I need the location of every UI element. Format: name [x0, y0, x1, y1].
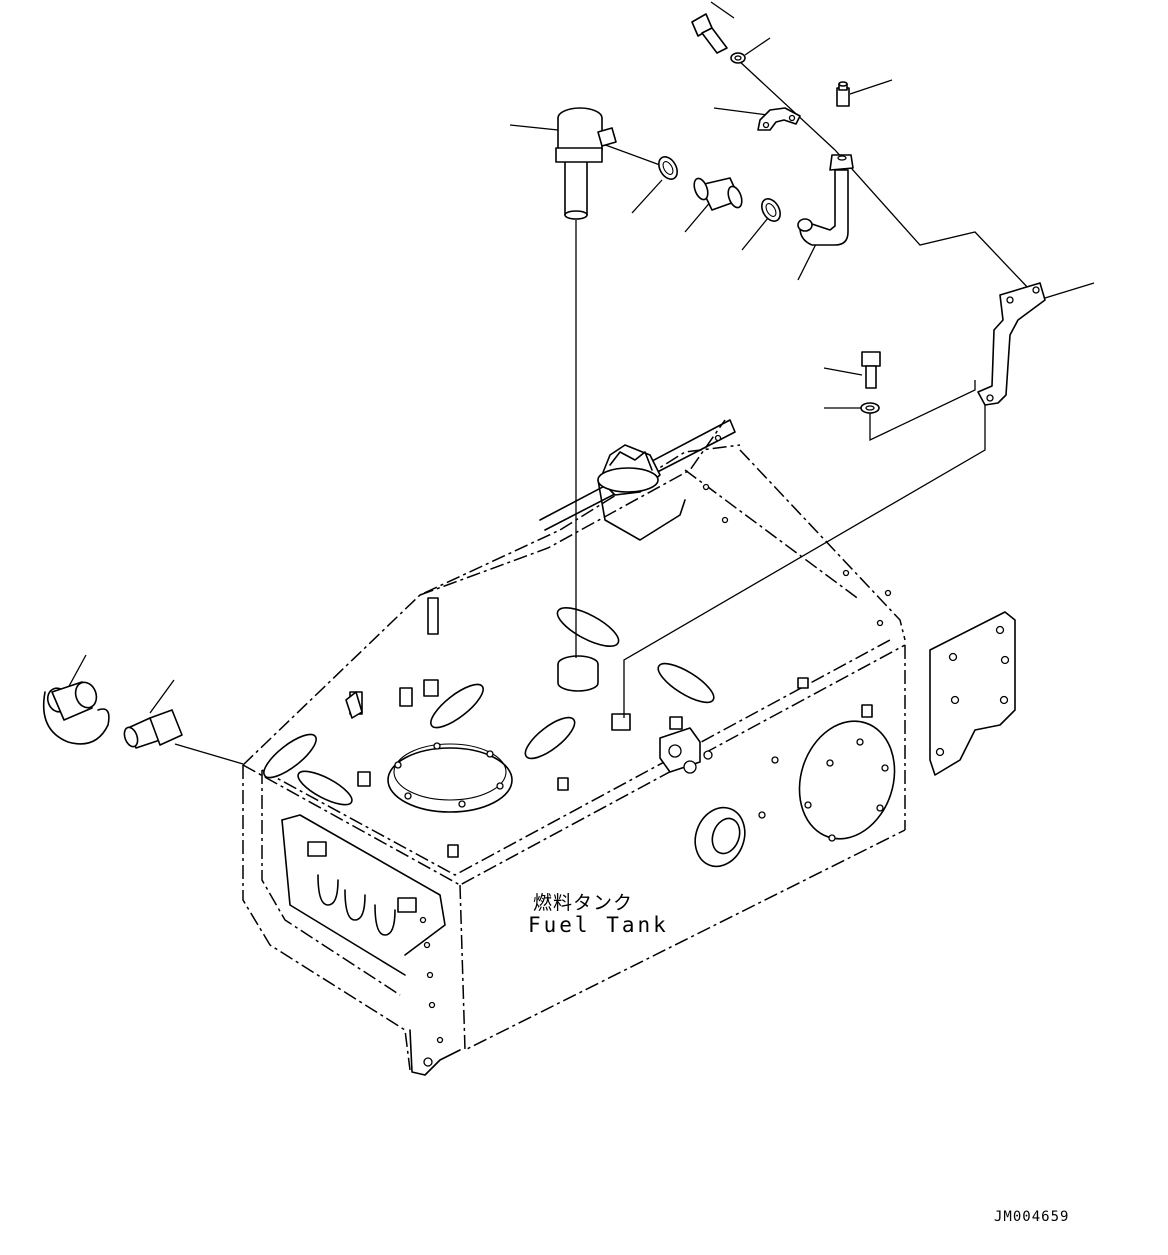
clamp-icon [761, 198, 781, 222]
clamp-icon [658, 156, 678, 180]
filler-pipe-icon [555, 107, 617, 220]
bolt-icon [861, 351, 881, 389]
elbow-pipe-icon [797, 154, 854, 246]
adapter-icon [123, 709, 183, 749]
fuel-tank-body [242, 419, 1016, 1076]
hose-icon [693, 177, 743, 211]
washer-icon [860, 402, 880, 414]
clamp-icon [345, 691, 363, 719]
bolt-icon [691, 13, 728, 54]
washer-icon [730, 52, 746, 64]
drawing-id: JM004659 [994, 1209, 1070, 1225]
connection-lines [174, 59, 1031, 765]
bracket-icon [977, 282, 1046, 406]
elbow-fitting-icon [42, 681, 110, 745]
tank-label-japanese: 燃料タンク [533, 892, 634, 914]
breather-icon [836, 81, 850, 107]
tank-label-english: Fuel Tank [528, 913, 669, 937]
clamp-icon [757, 107, 801, 131]
